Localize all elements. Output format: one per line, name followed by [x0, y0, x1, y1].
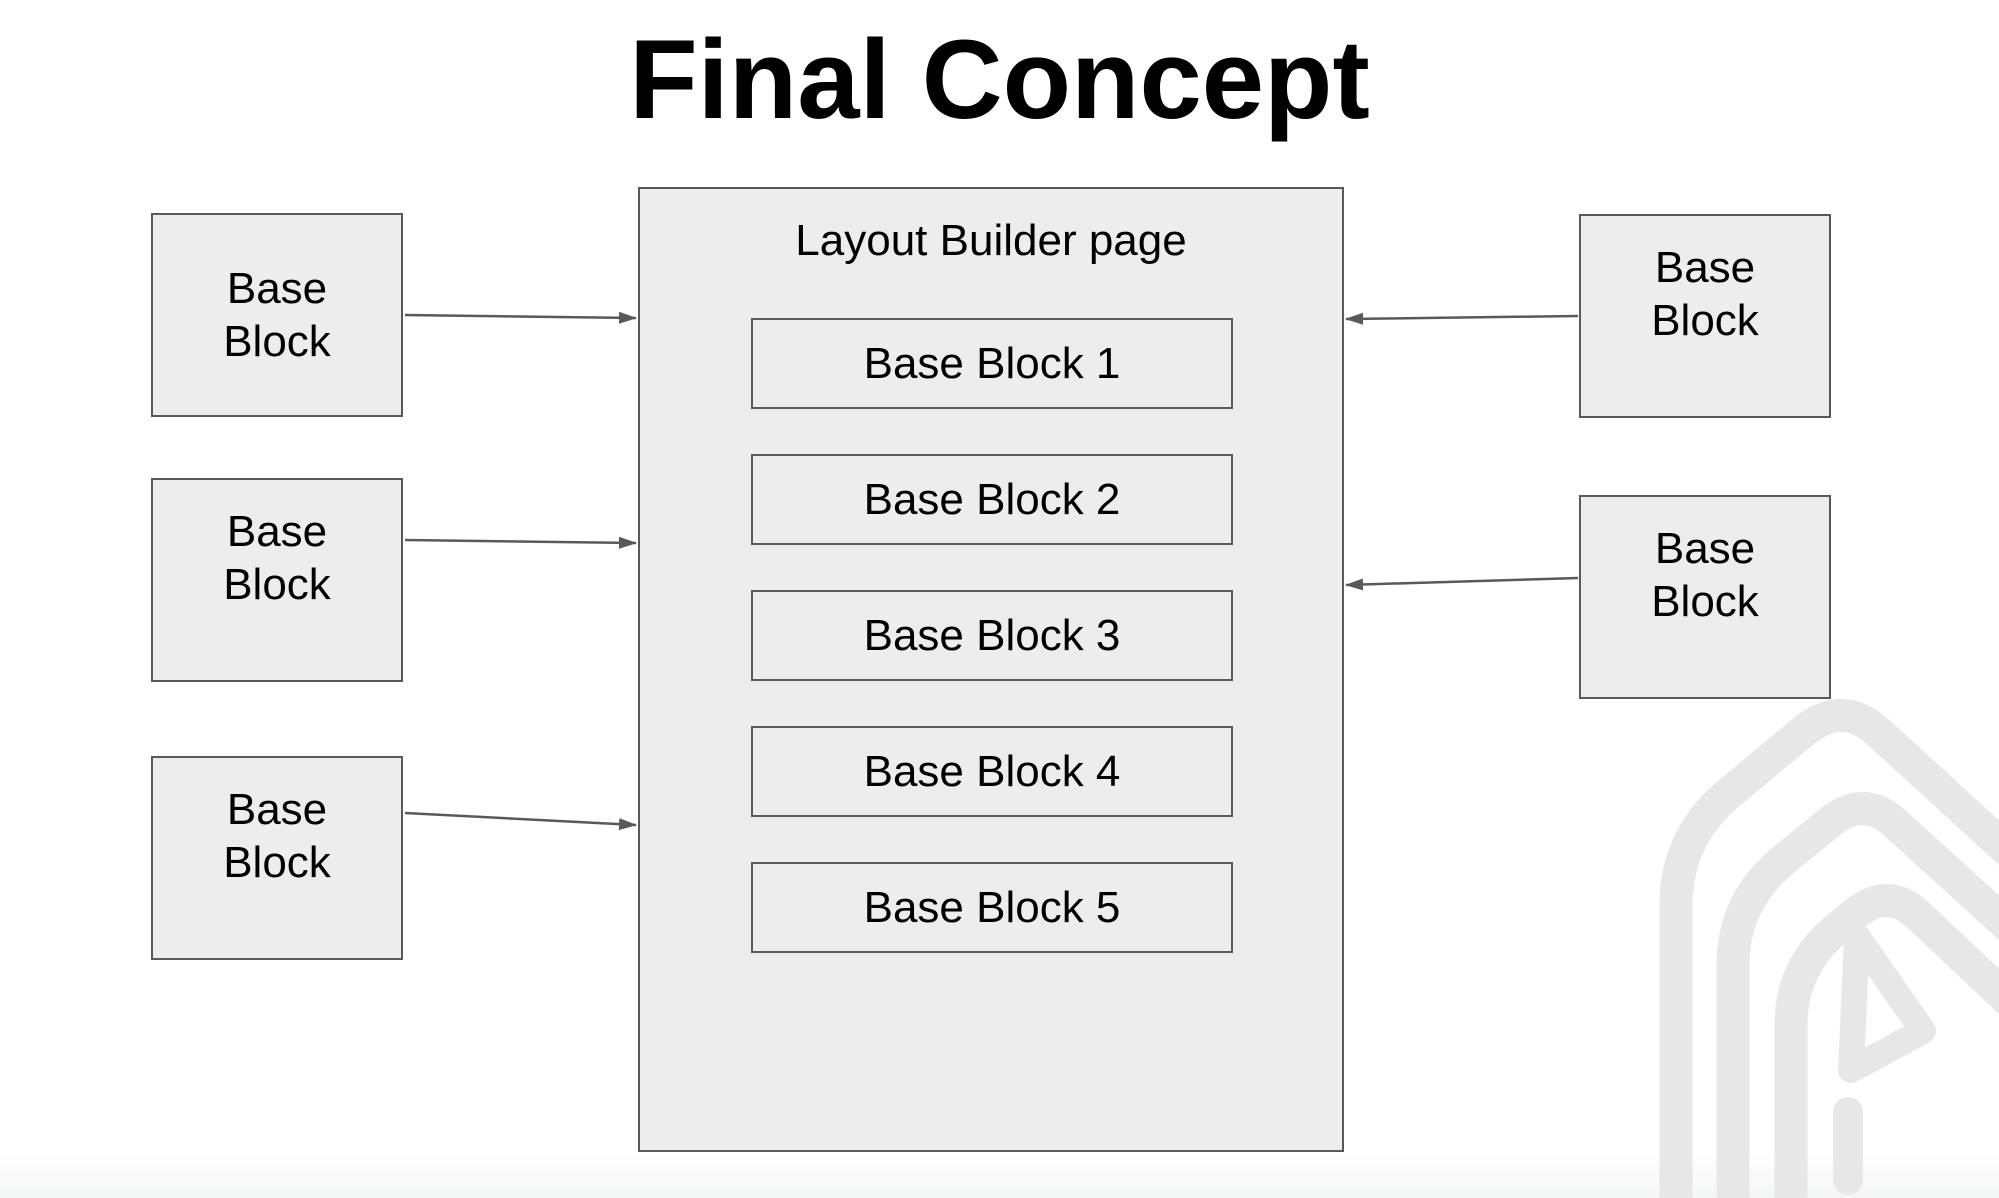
layout-block-5: Base Block 5	[751, 862, 1233, 953]
layout-block-4: Base Block 4	[751, 726, 1233, 817]
watermark-chevron-middle	[1716, 792, 1999, 1198]
arrow-left-1-to-builder	[404, 311, 637, 324]
right-base-block-1-line-2: Block	[1651, 296, 1759, 345]
right-base-block-1: Base Block	[1579, 214, 1831, 418]
left-base-block-1: Base Block	[151, 213, 403, 417]
right-base-block-1-line-1: Base	[1654, 243, 1756, 292]
arrow-right-1-to-builder	[1345, 312, 1579, 325]
page-title: Final Concept	[629, 17, 1370, 142]
left-base-block-3-line-1: Base	[226, 785, 328, 834]
left-base-block-2-line-2: Block	[223, 560, 331, 609]
watermark-chevron-outer	[1659, 699, 1999, 1198]
watermark-chevron-inner	[1774, 884, 1999, 1198]
layout-block-3: Base Block 3	[751, 590, 1233, 681]
left-base-block-1-line-2: Block	[223, 317, 331, 366]
right-base-block-2-line-1: Base	[1654, 524, 1756, 573]
right-base-block-2: Base Block	[1579, 495, 1831, 699]
right-base-block-2-line-2: Block	[1651, 577, 1759, 626]
arrow-right-2-to-builder	[1345, 576, 1579, 591]
left-base-block-3-line-2: Block	[223, 838, 331, 887]
arrow-left-2-to-builder	[404, 536, 637, 549]
layout-builder-page-label: Layout Builder page	[795, 216, 1187, 265]
left-base-block-2: Base Block	[151, 478, 403, 682]
left-base-block-3: Base Block	[151, 756, 403, 960]
layout-builder-page-container: Layout Builder page Base Block 1 Base Bl…	[638, 187, 1344, 1152]
left-base-block-2-line-1: Base	[226, 507, 328, 556]
layout-builder-block-list: Base Block 1 Base Block 2 Base Block 3 B…	[751, 318, 1233, 953]
watermark-triangle	[1838, 923, 1936, 1083]
arrow-left-3-to-builder	[404, 811, 637, 831]
layout-block-1: Base Block 1	[751, 318, 1233, 409]
left-base-block-1-line-1: Base	[226, 264, 328, 313]
layout-block-2: Base Block 2	[751, 454, 1233, 545]
